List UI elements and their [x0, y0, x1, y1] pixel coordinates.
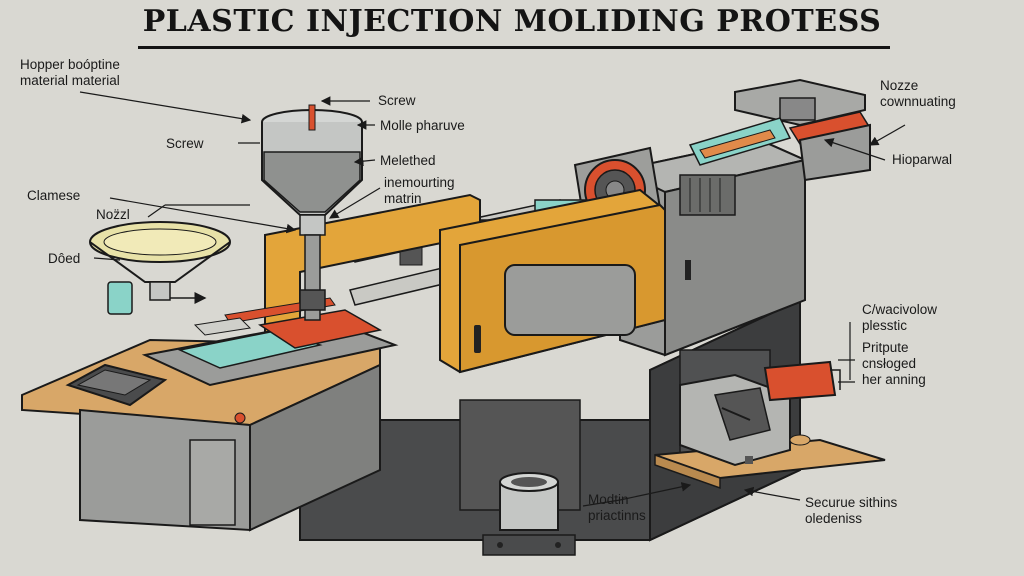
label-nozzl: Noz̈zl: [96, 207, 130, 222]
label-screw-left: Screw: [166, 136, 204, 151]
nozzle-conveying-unit: [688, 78, 872, 182]
label-melted: Melethed: [380, 153, 436, 168]
label-doed: Dôed: [48, 251, 81, 266]
label-screw-top: Screw: [378, 93, 416, 108]
control-panel: [65, 363, 246, 424]
label-hioparwal: Hioparwal: [892, 152, 953, 167]
hopper: [261, 104, 363, 321]
title-underline: [138, 46, 890, 49]
material-funnel: [89, 221, 231, 315]
diagram-title: PLASTIC INJECTION MOLIDING PROTESS: [142, 4, 882, 39]
label-molle: Molle pharuve: [380, 118, 465, 133]
molded-part-cup: [482, 472, 576, 556]
leader-lines: [79, 91, 906, 507]
label-clamese: Clamese: [27, 188, 81, 203]
clamping-fixture: [654, 360, 886, 490]
mold-plate: [141, 297, 399, 387]
